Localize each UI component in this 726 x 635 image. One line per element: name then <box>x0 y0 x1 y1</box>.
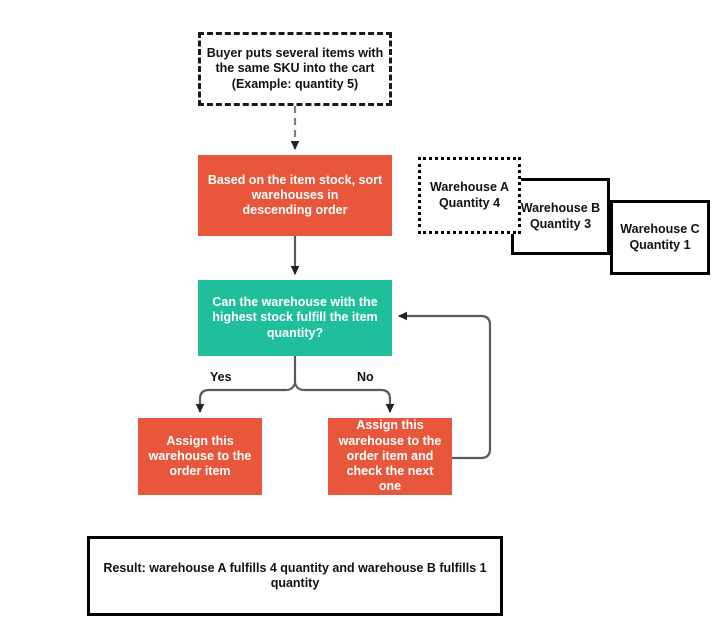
node-result-summary: Result: warehouse A fulfills 4 quantity … <box>87 536 503 616</box>
node-sort-warehouses: Based on the item stock, sort warehouses… <box>198 155 392 236</box>
warehouse-card-c-label: Warehouse C Quantity 1 <box>620 222 700 252</box>
warehouse-card-a-label: Warehouse A Quantity 4 <box>430 180 509 210</box>
edge-label-yes: Yes <box>210 370 232 384</box>
warehouse-card-b: Warehouse B Quantity 3 <box>511 178 610 255</box>
node-start-label: Buyer puts several items with the same S… <box>206 46 384 91</box>
warehouse-card-a: Warehouse A Quantity 4 <box>418 157 521 234</box>
warehouse-card-b-label: Warehouse B Quantity 3 <box>520 201 601 231</box>
connector-yes-branch <box>195 382 297 413</box>
node-assign-warehouse-no-label: Assign this warehouse to the order item … <box>338 418 442 494</box>
edge-label-no: No <box>357 370 374 384</box>
node-sort-label: Based on the item stock, sort warehouses… <box>207 172 383 218</box>
node-assign-warehouse-yes-label: Assign this warehouse to the order item <box>148 433 252 479</box>
node-decision-fulfill-quantity: Can the warehouse with the highest stock… <box>198 280 392 356</box>
node-assign-warehouse-no: Assign this warehouse to the order item … <box>328 418 452 495</box>
node-decision-label: Can the warehouse with the highest stock… <box>212 295 378 340</box>
node-start-buyer-cart: Buyer puts several items with the same S… <box>198 32 392 106</box>
connector-no-branch <box>293 382 395 413</box>
node-assign-warehouse-yes: Assign this warehouse to the order item <box>138 418 262 495</box>
node-result-summary-label: Result: warehouse A fulfills 4 quantity … <box>103 560 487 590</box>
warehouse-card-c: Warehouse C Quantity 1 <box>610 200 710 275</box>
